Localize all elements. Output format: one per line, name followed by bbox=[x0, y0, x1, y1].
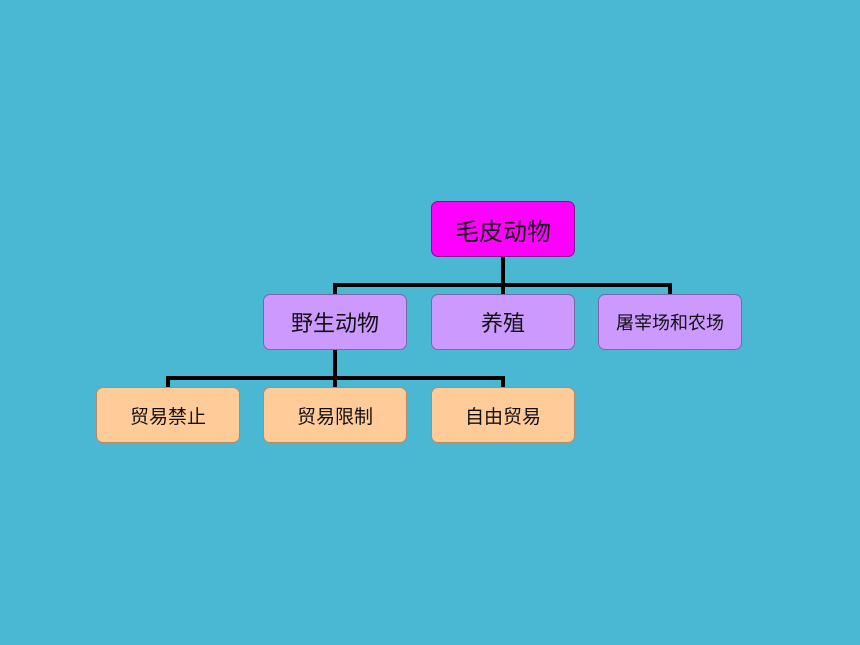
node-free-trade: 自由贸易 bbox=[431, 387, 575, 443]
node-farming: 养殖 bbox=[431, 294, 575, 350]
node-label: 养殖 bbox=[480, 312, 525, 337]
node-label: 毛皮动物 bbox=[455, 217, 551, 246]
node-label: 贸易禁止 bbox=[129, 405, 206, 428]
node-trade-ban: 贸易禁止 bbox=[96, 387, 240, 443]
node-trade-restriction: 贸易限制 bbox=[263, 387, 407, 443]
node-label: 野生动物 bbox=[290, 312, 379, 337]
node-fur-animals: 毛皮动物 bbox=[431, 201, 575, 257]
node-label: 贸易限制 bbox=[296, 405, 373, 428]
node-wild-animals: 野生动物 bbox=[263, 294, 407, 350]
node-slaughter-farms: 屠宰场和农场 bbox=[598, 294, 742, 350]
node-label: 屠宰场和农场 bbox=[616, 313, 724, 334]
node-label: 自由贸易 bbox=[464, 405, 541, 428]
